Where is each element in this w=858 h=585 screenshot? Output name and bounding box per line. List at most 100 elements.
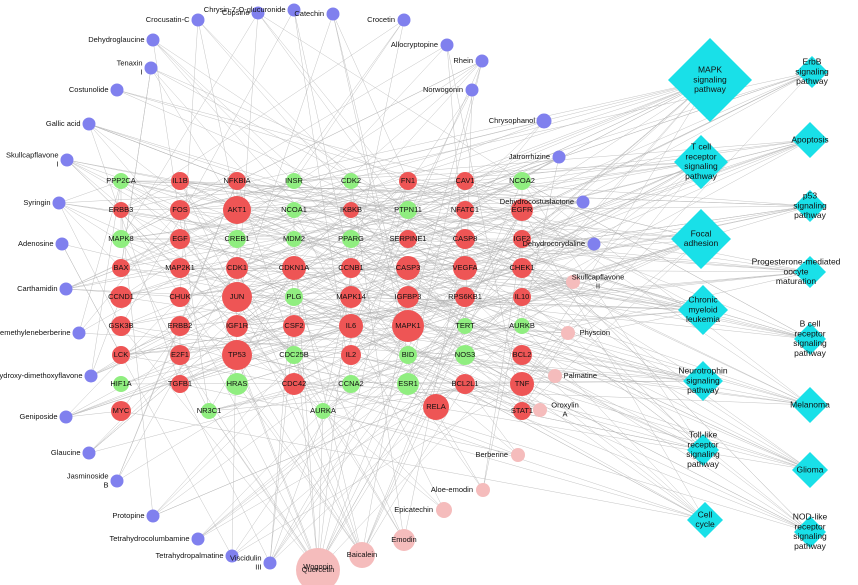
edge-247	[350, 71, 813, 298]
target-node-il10	[513, 288, 531, 306]
pathway-label-apoptosis: Apoptosis	[791, 134, 828, 144]
edge-185	[407, 383, 484, 491]
edge-122	[65, 325, 352, 418]
pathway-label-melanoma: Melanoma	[790, 399, 830, 409]
edge-230	[464, 79, 711, 356]
target-node-fn1	[399, 172, 417, 190]
target-node-akt1	[223, 196, 251, 224]
target-node-casp3	[396, 256, 420, 280]
compound-node-dehydrocostuslactone	[576, 195, 590, 209]
edge-222	[120, 325, 319, 571]
edge-60	[350, 120, 545, 356]
edge-271	[293, 139, 811, 182]
target-node-cdc25b	[285, 346, 303, 364]
pathway-label-nod-like-receptor-signaling-pathway-line-1: receptor	[794, 521, 825, 531]
target-label-serpine1: SERPINE1	[389, 234, 426, 243]
edge-326	[464, 180, 704, 311]
edge-69	[464, 156, 560, 211]
target-node-chek1	[512, 258, 532, 278]
edge-413	[120, 180, 523, 412]
pathway-node-mapk-signaling-pathway	[668, 38, 752, 122]
target-node-il2	[341, 345, 361, 365]
target-node-il1b	[171, 172, 189, 190]
pathway-node-p53-signaling-pathway	[794, 190, 826, 222]
compound-node-syringin	[52, 196, 66, 210]
target-node-il6	[339, 314, 363, 338]
edge-423	[120, 180, 181, 211]
target-label-egf: EGF	[172, 234, 188, 243]
target-node-nr3c1	[201, 403, 217, 419]
edge-153	[269, 406, 437, 564]
target-node-hif1a	[113, 376, 129, 392]
target-label-stat1: STAT1	[511, 406, 533, 415]
edge-150	[179, 383, 271, 564]
compound-label-tenaxin-i-line-0: Tenaxin	[117, 59, 143, 68]
edge-207	[317, 238, 523, 568]
compound-label-oroxylin-a-line-0: Oroxylin	[551, 401, 579, 410]
compound-label-epicatechin: Epicatechin	[394, 505, 433, 514]
edge-362	[350, 354, 704, 451]
edge-255	[521, 161, 702, 385]
target-node-jun	[222, 282, 252, 312]
edge-281	[407, 205, 811, 327]
compound-node-quercetin	[296, 548, 340, 585]
pathway-label-toll-like-receptor-signaling-pathway-line-1: receptor	[687, 439, 718, 449]
edge-383	[521, 209, 706, 521]
edge-397	[293, 325, 811, 533]
edge-200	[236, 267, 363, 556]
pathway-node-chronic-myeloid-leukemia	[678, 285, 728, 335]
edge-8	[332, 13, 409, 356]
edge-223	[317, 410, 324, 571]
compound-label-geniposide: Geniposide	[20, 412, 58, 421]
compound-node-dihydroxy-dimethoxyflavone	[84, 369, 98, 383]
target-label-fos: FOS	[172, 205, 187, 214]
edge-212	[293, 325, 319, 568]
edge-134	[152, 296, 352, 517]
pathway-label-mapk-signaling-pathway-line-1: signaling	[693, 74, 727, 84]
edge-386	[464, 383, 706, 521]
compound-label-tetrahydropalmatine: Tetrahydropalmatine	[156, 551, 224, 560]
edge-435	[350, 354, 437, 408]
target-label-bax: BAX	[113, 263, 128, 272]
compound-node-aloe-emodin	[476, 483, 490, 497]
target-label-igf1r: IGF1R	[226, 321, 249, 330]
compound-node-skullcapflavone-i	[60, 153, 74, 167]
pathway-label-erbb-signaling-pathway-line-0: ErbB	[803, 56, 822, 66]
edge-301	[293, 238, 702, 356]
target-label-mapk8: MAPK8	[108, 234, 133, 243]
target-label-nr3c1: NR3C1	[197, 406, 222, 415]
pathway-label-p53-signaling-pathway-line-1: signaling	[793, 200, 827, 210]
compound-label-oroxylin-a-line-1: A	[562, 409, 567, 418]
edge-358	[407, 209, 811, 406]
edge-232	[293, 79, 711, 240]
edge-183	[482, 238, 523, 491]
compound-label-crocusatin-c: Crocusatin-C	[146, 15, 190, 24]
pathway-node-erbb-signaling-pathway	[796, 56, 828, 88]
target-label-gsk3b: GSK3B	[108, 321, 133, 330]
compound-label-jatrorrhizine: Jatrorrhizine	[509, 152, 550, 161]
edge-278	[521, 139, 811, 298]
target-node-egfr	[511, 199, 533, 221]
edge-15	[179, 19, 199, 298]
compound-label-norwogonin: Norwogonin	[423, 85, 463, 94]
edge-360	[521, 180, 704, 451]
edge-114	[90, 296, 122, 377]
edge-157	[407, 281, 574, 356]
target-node-rps6kb1	[455, 287, 475, 307]
target-node-serpine1	[399, 230, 417, 248]
pathway-node-b-cell-receptor-signaling-pathway	[794, 323, 826, 355]
edge-34	[150, 67, 409, 182]
compound-label-viscidulin-iii-line-0: Viscidulin	[230, 554, 262, 563]
edge-305	[407, 238, 811, 273]
compound-label-aloe-emodin: Aloe-emodin	[431, 485, 473, 494]
edge-11	[236, 13, 334, 298]
edge-321	[179, 238, 704, 311]
target-node-ncoa1	[286, 202, 302, 218]
compound-label-rhein: Rhein	[453, 56, 473, 65]
edge-379	[407, 180, 811, 471]
compound-label-tenaxin-i-line-1: I	[140, 67, 142, 76]
compound-node-catechin	[326, 7, 340, 21]
edge-388	[293, 383, 706, 521]
edge-277	[350, 139, 811, 298]
target-node-map2k1	[170, 258, 190, 278]
